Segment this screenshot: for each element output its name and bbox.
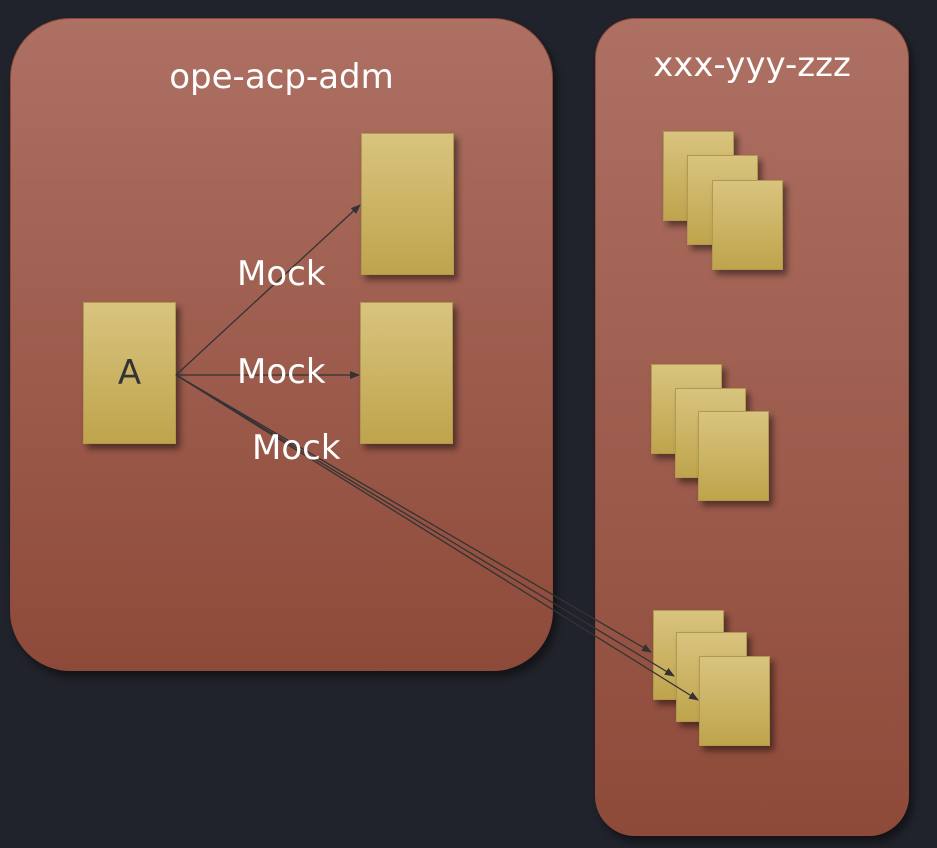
- edge-label-middle: Mock: [237, 352, 326, 392]
- node-target-top[interactable]: [361, 133, 454, 275]
- edge-label-top: Mock: [237, 254, 326, 294]
- stack-2-card-3[interactable]: [698, 411, 769, 501]
- stack-1-card-3[interactable]: [712, 180, 783, 270]
- node-a[interactable]: A: [83, 302, 176, 444]
- edge-label-bottom: Mock: [252, 428, 341, 468]
- container-title: ope-acp-adm: [169, 57, 394, 97]
- node-target-middle[interactable]: [360, 302, 453, 444]
- container-title: xxx-yyy-zzz: [653, 45, 851, 85]
- stack-3-card-3[interactable]: [699, 656, 770, 746]
- node-label: A: [117, 353, 142, 393]
